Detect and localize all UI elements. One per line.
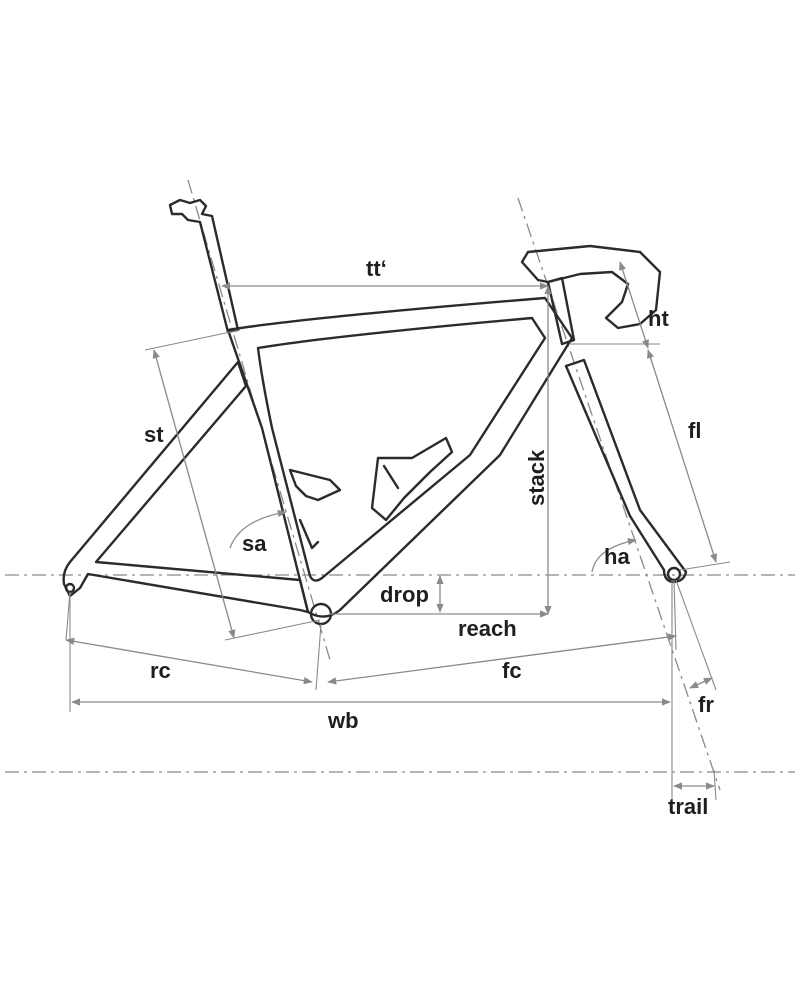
dim-ha-arc [591, 538, 637, 573]
label-trail: trail [668, 794, 708, 819]
ext-rc-left [65, 591, 71, 641]
bike-frame [62, 198, 688, 626]
bottle-cage-down [370, 436, 454, 522]
dim-fc [327, 633, 677, 685]
label-reach: reach [458, 616, 517, 641]
front-triangle-inner [256, 316, 547, 582]
ext-fl-bottom [679, 561, 731, 571]
steering-axis [517, 197, 721, 791]
label-tt: tt‘ [366, 256, 387, 281]
ext-fr [675, 579, 717, 691]
dim-rc [65, 637, 313, 685]
label-sa: sa [242, 531, 267, 556]
ext-st-top [144, 329, 241, 351]
label-ha: ha [604, 544, 630, 569]
ext-trail-right [713, 769, 717, 801]
ext-fc-right [673, 579, 677, 651]
front-dropout [666, 566, 682, 582]
label-wb: wb [327, 708, 359, 733]
centerlines [5, 179, 795, 791]
label-fr: fr [698, 692, 714, 717]
bottle-cage-seat [288, 468, 342, 550]
labels: tt‘ ht st fl stack sa ha drop reach rc f… [144, 256, 714, 819]
label-stack: stack [524, 449, 549, 506]
label-ht: ht [648, 306, 669, 331]
front-triangle [226, 296, 574, 618]
head-tube [546, 276, 576, 346]
label-fl: fl [688, 418, 701, 443]
ext-rc-right [315, 623, 322, 691]
dim-fl [647, 349, 717, 563]
label-st: st [144, 422, 164, 447]
dim-sa-arc [229, 509, 287, 549]
dimension-lines [65, 261, 731, 801]
seatpost [168, 198, 240, 334]
dim-st [152, 349, 236, 639]
label-drop: drop [380, 582, 429, 607]
label-rc: rc [150, 658, 171, 683]
dim-fr [689, 677, 713, 689]
ext-st-bottom [224, 619, 321, 641]
rear-triangle [62, 360, 310, 614]
rear-dropout [64, 582, 76, 594]
dim-ht [619, 261, 649, 349]
label-fc: fc [502, 658, 522, 683]
stem-handlebar [520, 244, 662, 330]
